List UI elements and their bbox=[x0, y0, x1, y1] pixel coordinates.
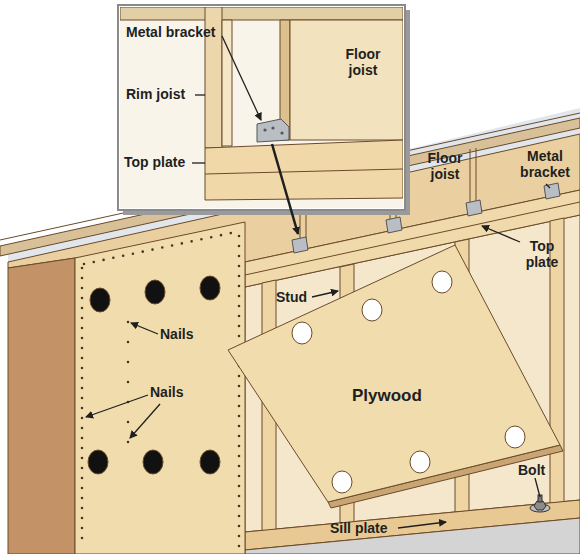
inset-detail bbox=[280, 131, 283, 134]
part-label: Top plate bbox=[514, 238, 570, 270]
inset-detail bbox=[257, 119, 289, 142]
plywood-panel-loose bbox=[410, 451, 430, 473]
sill-plate bbox=[245, 500, 580, 554]
leader-line bbox=[86, 36, 550, 528]
part-label: Metal bracket bbox=[126, 24, 226, 40]
plywood-panel-attached bbox=[75, 222, 245, 554]
part-label: Rim joist bbox=[126, 86, 206, 102]
inset-detail bbox=[120, 7, 403, 20]
inset-detail bbox=[290, 20, 403, 140]
plywood-panel-attached bbox=[200, 450, 220, 474]
leader-line bbox=[192, 162, 205, 163]
inset-detail bbox=[205, 169, 403, 174]
leader-line bbox=[398, 522, 446, 528]
background bbox=[8, 108, 580, 554]
inset-detail bbox=[271, 126, 274, 129]
part-label: Metal bracket bbox=[514, 148, 576, 180]
anchor-bolt bbox=[530, 495, 550, 512]
plywood-panel-attached bbox=[75, 222, 245, 554]
inset-detail bbox=[120, 7, 403, 208]
background bbox=[8, 108, 580, 554]
plywood-panel-loose bbox=[362, 299, 382, 321]
part-label: Nails bbox=[160, 326, 220, 342]
part-label: Floor joist bbox=[416, 150, 474, 182]
nail-pattern bbox=[238, 236, 241, 548]
metal-bracket bbox=[466, 200, 482, 216]
leader-line bbox=[535, 478, 540, 497]
inset-frame bbox=[118, 5, 410, 215]
part-label: Plywood bbox=[352, 386, 452, 405]
part-label: Stud bbox=[276, 289, 336, 305]
plywood-panel-loose bbox=[292, 322, 312, 344]
wall-end bbox=[8, 258, 75, 554]
wall-end bbox=[8, 258, 75, 554]
leader-line bbox=[195, 94, 205, 95]
leader-line bbox=[222, 36, 261, 120]
part-label: Bolt bbox=[518, 462, 568, 478]
plywood-panel-loose bbox=[228, 245, 563, 508]
leader-line bbox=[86, 395, 148, 417]
part-label: Floor joist bbox=[333, 46, 393, 78]
plywood-panel-attached bbox=[145, 280, 165, 304]
plywood-panel-loose bbox=[228, 245, 560, 502]
inset-detail bbox=[263, 128, 266, 131]
plywood-panel-attached bbox=[143, 450, 163, 474]
nail-pattern bbox=[82, 232, 239, 548]
leader-line bbox=[482, 226, 520, 242]
plywood-panel-loose bbox=[332, 471, 352, 493]
plywood-panel-attached bbox=[90, 288, 110, 312]
leader-line bbox=[272, 144, 298, 234]
inset-frame bbox=[118, 5, 405, 210]
metal-bracket bbox=[386, 217, 402, 233]
plywood-panel-attached bbox=[200, 276, 220, 300]
inset-detail bbox=[120, 7, 403, 208]
leader-line bbox=[131, 323, 158, 334]
nail-pattern bbox=[81, 268, 84, 548]
metal-bracket bbox=[544, 183, 560, 199]
part-label: Top plate bbox=[124, 154, 204, 170]
leader-line bbox=[546, 184, 550, 188]
inset-detail bbox=[205, 140, 403, 200]
part-label: Nails bbox=[150, 384, 210, 400]
plywood-panel-loose bbox=[505, 426, 525, 448]
metal-bracket bbox=[292, 237, 308, 253]
leader-line bbox=[130, 404, 160, 438]
leader-line bbox=[312, 291, 338, 297]
nail-pattern bbox=[84, 232, 236, 264]
sill-plate bbox=[245, 518, 580, 554]
plywood-panel-attached bbox=[88, 450, 108, 474]
nail-pattern bbox=[127, 322, 130, 446]
plywood-panel-loose bbox=[432, 271, 452, 293]
part-label: Sill plate bbox=[330, 520, 420, 536]
